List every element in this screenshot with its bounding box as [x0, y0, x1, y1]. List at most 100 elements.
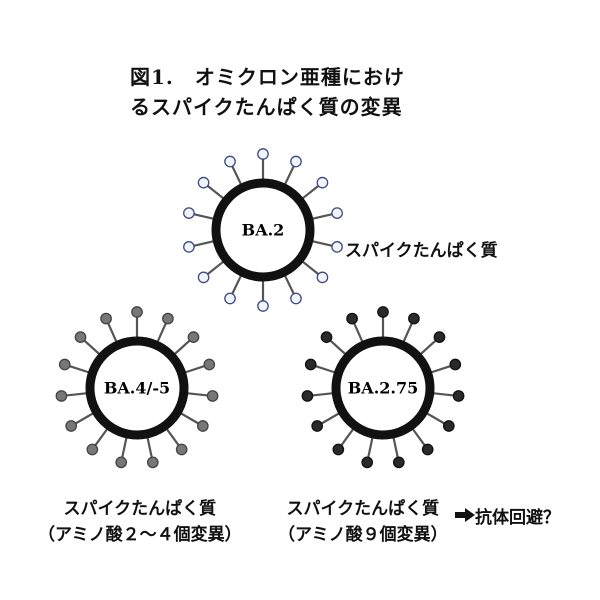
spike-stalk	[83, 339, 100, 355]
spike-head	[196, 420, 209, 432]
spike-head	[346, 312, 358, 325]
spike-stalk	[174, 339, 191, 355]
spike-head	[331, 241, 343, 253]
spike-head	[100, 312, 112, 325]
spike-stalk	[206, 184, 224, 200]
spike-head	[162, 312, 174, 325]
spike-stalk	[392, 437, 399, 458]
virion-ba275-envelope	[331, 336, 435, 440]
spike-head	[224, 155, 236, 168]
spike-head	[86, 443, 99, 456]
spike-stalk	[107, 322, 118, 342]
spike-protein-label: スパイクたんぱく質	[345, 241, 498, 261]
spike-stalk	[94, 428, 108, 447]
spike-stalk	[312, 213, 333, 220]
right-arrow-icon	[455, 508, 475, 522]
spike-head	[311, 420, 324, 432]
spike-head	[452, 390, 465, 402]
spike-stalk	[187, 392, 208, 397]
spike-stalk	[185, 365, 205, 374]
virion-ba275: BA.2.75	[301, 306, 465, 469]
spike-head	[408, 312, 420, 325]
spike-stalk	[146, 437, 153, 458]
spike-stalk	[329, 339, 346, 355]
virion-ba2-label: BA.2	[242, 221, 285, 240]
spike-head	[361, 456, 374, 469]
spike-stalk	[431, 365, 451, 374]
antibody-escape-label: 抗体回避？	[475, 508, 560, 528]
caption-ba275-line-2: （アミノ酸９個変異）	[278, 525, 448, 545]
spike-head	[442, 420, 455, 432]
spike-head	[257, 300, 269, 312]
spike-head	[290, 292, 302, 305]
caption-ba275-line-1: スパイクたんぱく質	[286, 499, 440, 519]
virion-ba275-label: BA.2.75	[348, 379, 418, 398]
spike-head	[74, 331, 87, 343]
spike-stalk	[206, 260, 224, 276]
spike-head	[146, 456, 159, 469]
spike-stalk	[340, 428, 354, 447]
virion-ba275-spikes	[301, 306, 465, 469]
spike-head	[65, 420, 78, 432]
spike-stalk	[315, 365, 335, 374]
figure-title: 図1. オミクロン亜種におけ るスパイクたんぱく質の変異	[130, 62, 405, 122]
spike-stalk	[312, 240, 333, 247]
spike-head	[257, 148, 269, 160]
virion-ba45-label: BA.4/-5	[104, 379, 170, 398]
spike-head	[203, 358, 216, 371]
spike-stalk	[433, 392, 454, 397]
spike-head	[187, 331, 200, 343]
spike-stalk	[320, 412, 340, 425]
spike-head	[290, 155, 302, 168]
spike-stalk	[231, 165, 242, 185]
spike-stalk	[166, 428, 180, 447]
virion-ba45-spikes	[55, 306, 219, 469]
spike-stalk	[353, 322, 364, 342]
virion-ba45-envelope	[85, 336, 189, 440]
spike-stalk	[180, 412, 200, 425]
spike-head	[175, 443, 188, 456]
spike-head	[224, 292, 236, 305]
caption-ba45: スパイクたんぱく質 （アミノ酸２～４個変異）	[38, 496, 242, 548]
spike-stalk	[302, 184, 320, 200]
spike-head	[320, 331, 333, 343]
spike-head	[55, 390, 68, 402]
spike-head	[332, 443, 345, 456]
spike-stalk	[420, 339, 437, 355]
virion-ba45: BA.4/-5	[55, 306, 219, 469]
virion-ba2-envelope	[211, 178, 315, 282]
spike-head	[433, 331, 446, 343]
spike-head	[183, 241, 195, 253]
spike-head	[197, 271, 210, 284]
caption-ba45-line-1: スパイクたんぱく質	[63, 499, 217, 519]
spike-stalk	[69, 365, 89, 374]
spike-stalk	[412, 428, 426, 447]
spike-stalk	[367, 437, 374, 458]
spike-head	[377, 306, 389, 318]
spike-stalk	[312, 392, 333, 397]
caption-ba275: スパイクたんぱく質 （アミノ酸９個変異）	[278, 496, 448, 548]
spike-stalk	[284, 165, 295, 185]
spike-head	[301, 390, 314, 402]
spike-head	[115, 456, 128, 469]
spike-head	[197, 176, 210, 189]
spike-head	[316, 271, 329, 284]
figure-title-line-2: るスパイクたんぱく質の変異	[130, 95, 403, 119]
spike-stalk	[402, 322, 413, 342]
spike-stalk	[193, 213, 214, 220]
spike-stalk	[231, 275, 242, 295]
spike-stalk	[156, 322, 167, 342]
spike-stalk	[121, 437, 128, 458]
spike-stalk	[66, 392, 87, 397]
spike-stalk	[284, 275, 295, 295]
virion-ba2: BA.2	[183, 148, 343, 312]
spike-head	[131, 306, 143, 318]
spike-head	[206, 390, 219, 402]
spike-head	[421, 443, 434, 456]
figure-title-line-1: 図1. オミクロン亜種におけ	[130, 65, 405, 89]
spike-head	[304, 358, 317, 371]
virion-ba2-spikes	[183, 148, 343, 312]
spike-stalk	[426, 412, 446, 425]
